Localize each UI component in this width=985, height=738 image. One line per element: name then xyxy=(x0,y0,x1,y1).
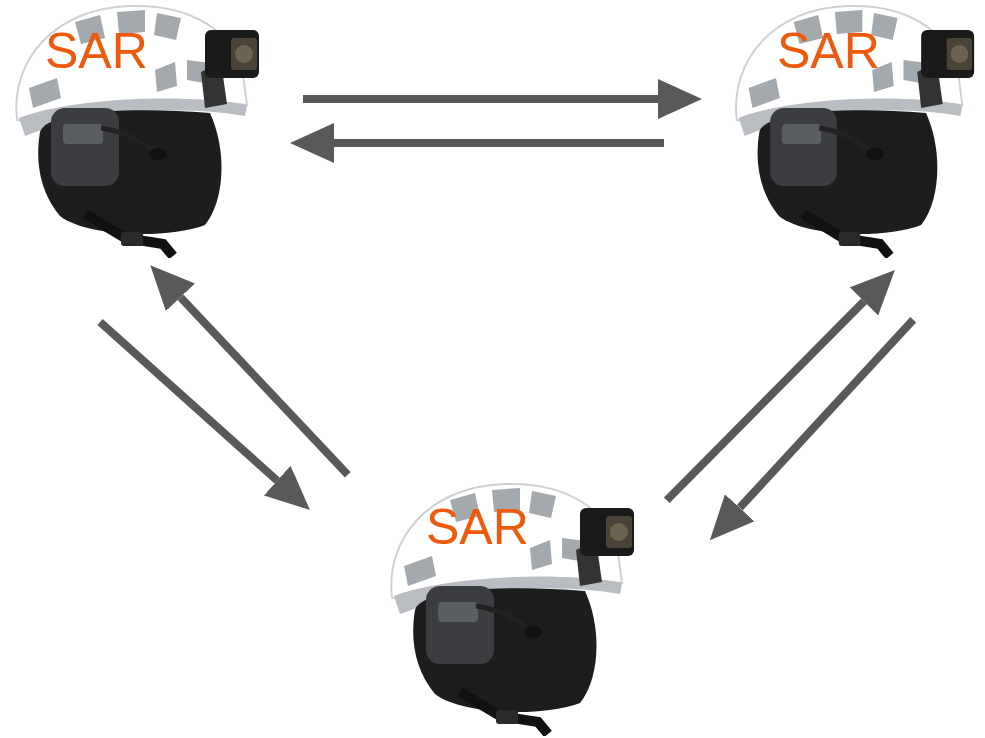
helmet-label: SAR xyxy=(426,502,529,552)
helmet-node: SAR xyxy=(725,0,980,258)
helmet-label: SAR xyxy=(777,26,880,76)
helmet-node: SAR xyxy=(380,478,640,736)
arrow-connector xyxy=(180,297,347,474)
arrow-connector xyxy=(100,322,277,481)
arrow-connector xyxy=(303,95,658,103)
arrow-connector xyxy=(334,139,664,147)
helmet-label: SAR xyxy=(45,26,148,76)
helmet-node: SAR xyxy=(5,0,265,258)
arrow-connector xyxy=(740,320,914,508)
